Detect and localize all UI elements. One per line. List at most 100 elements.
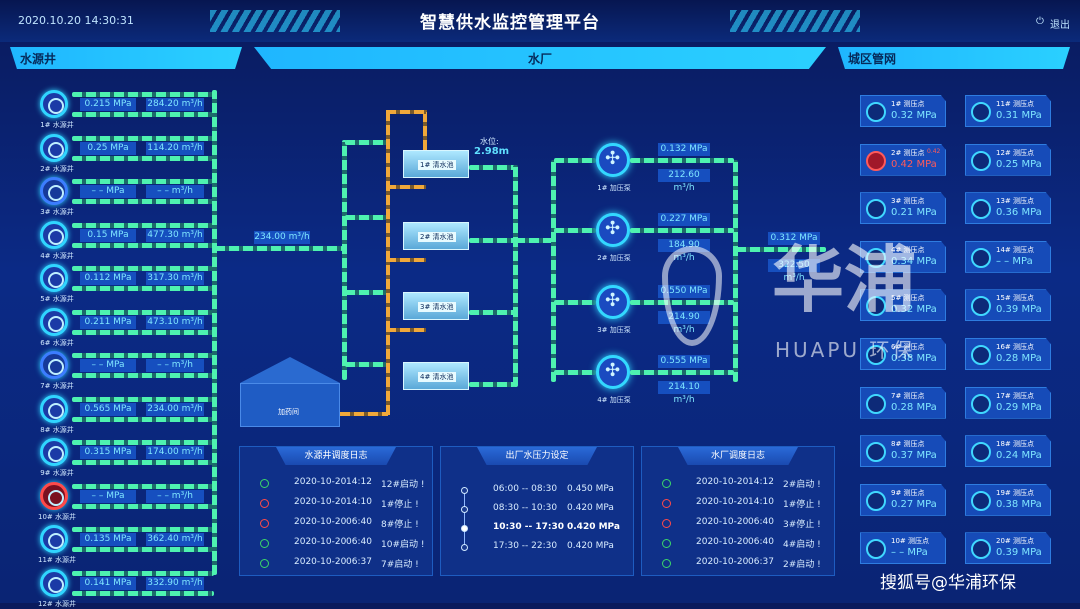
gauge-icon (971, 247, 991, 268)
log-message: 2#启动 ! (783, 560, 821, 570)
gauge-icon (971, 442, 991, 463)
well-icon[interactable] (40, 177, 68, 205)
well-pressure: 0.25 MPa (80, 141, 136, 155)
pressure-value[interactable]: 0.420 MPa (567, 522, 620, 532)
well-name: 11# 水源井 (38, 556, 76, 564)
stop-status-icon (662, 499, 671, 508)
tank-label: 2# 清水池 (418, 232, 456, 242)
pump-name: 1# 加压泵 (597, 184, 631, 192)
well-name: 3# 水源井 (40, 208, 74, 216)
clear-water-tank[interactable]: 2# 清水池 (403, 222, 469, 250)
time-range[interactable]: 06:00 -- 08:30 (493, 484, 558, 494)
well-icon[interactable] (40, 394, 68, 423)
logout-button[interactable]: 退出 (1050, 20, 1070, 31)
timeline-dot (461, 487, 468, 494)
node-name: 2# 测压点 (891, 148, 925, 157)
power-icon[interactable]: ⏻ (1036, 16, 1044, 27)
well-pipe-bottom (72, 242, 214, 248)
dosing-pipe-h4 (386, 328, 426, 332)
node-name: 16# 测压点 (996, 343, 1034, 351)
node-name: 13# 测压点 (996, 197, 1034, 206)
node-name: 4# 测压点 (891, 245, 925, 254)
node-value: – – MPa (891, 547, 928, 559)
log-message: 3#停止 ! (783, 520, 821, 530)
well-flow: 477.30 m³/h (146, 228, 204, 242)
well-icon[interactable] (40, 220, 68, 249)
node-value: 0.39 MPa (996, 547, 1042, 559)
well-icon[interactable] (40, 568, 68, 597)
pump-outlet-pipe (630, 370, 734, 375)
pump-icon[interactable] (596, 355, 630, 389)
tank-feed-pipe (342, 140, 347, 380)
tank-out-header (513, 165, 518, 387)
well-pipe-top (72, 92, 214, 97)
well-icon[interactable] (40, 438, 68, 466)
time-range[interactable]: 17:30 -- 22:30 (493, 541, 558, 551)
node-value: 0.42 MPa (891, 158, 937, 170)
pressure-node[interactable]: 14# 测压点– – MPa (965, 240, 1051, 273)
pump-name: 2# 加压泵 (597, 254, 631, 262)
well-icon[interactable] (40, 481, 68, 510)
node-value: 0.24 MPa (996, 450, 1042, 462)
pressure-value[interactable]: 0.450 MPa (567, 484, 614, 494)
clear-water-tank[interactable]: 3# 清水池 (403, 292, 469, 320)
pressure-value[interactable]: 0.420 MPa (567, 503, 614, 513)
well-icon[interactable] (40, 307, 68, 336)
log-date: 2020-10-20 (696, 537, 749, 547)
log-message: 4#启动 ! (783, 540, 821, 550)
time-range[interactable]: 10:30 -- 17:30 (493, 522, 565, 532)
log-message: 1#停止 ! (381, 500, 419, 510)
time-range[interactable]: 08:30 -- 10:30 (493, 503, 558, 513)
timeline-dot (461, 525, 468, 532)
pump-icon[interactable] (596, 143, 630, 177)
pressure-value[interactable]: 0.420 MPa (567, 541, 614, 551)
log-message: 7#启动 ! (381, 560, 419, 570)
dosing-house[interactable]: 加药间 (240, 357, 340, 427)
clear-water-tank[interactable]: 1# 清水池 (403, 150, 469, 178)
well-name: 12# 水源井 (38, 599, 76, 608)
watermark-logo-icon (662, 246, 722, 346)
well-flow: 284.20 m³/h (146, 98, 204, 111)
pump-icon[interactable] (596, 213, 630, 247)
well-icon[interactable] (40, 133, 68, 162)
clear-water-tank[interactable]: 4# 清水池 (403, 362, 469, 390)
node-value: 0.38 MPa (891, 353, 937, 364)
pump-icon[interactable] (596, 285, 630, 319)
node-value: 0.28 MPa (891, 401, 937, 413)
start-status-icon (260, 539, 269, 548)
well-pressure: 0.141 MPa (80, 576, 136, 590)
well-pipe-top (72, 396, 214, 402)
well-pipe-top (72, 440, 214, 445)
log-time: 14:12 (346, 477, 372, 487)
pressure-node[interactable]: 10# 测压点– – MPa (860, 532, 946, 565)
header-deco-left (210, 10, 340, 32)
well-icon[interactable] (40, 351, 68, 379)
pump-pressure: 0.227 MPa (658, 213, 710, 226)
well-icon[interactable] (40, 90, 68, 118)
well-icon[interactable] (40, 264, 68, 292)
start-status-icon (662, 539, 671, 548)
plant-inflow-pipe (215, 246, 343, 251)
well-icon[interactable] (40, 525, 68, 553)
watermark-brand: 华浦 (772, 238, 917, 322)
dosing-pipe-h3 (386, 258, 426, 262)
